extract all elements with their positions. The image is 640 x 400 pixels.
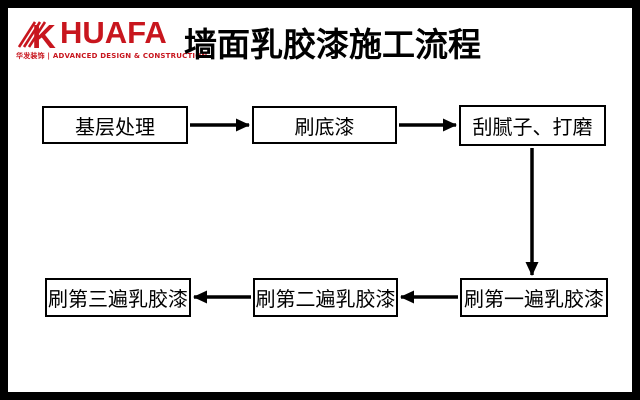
svg-text:K: K	[32, 18, 56, 51]
huafa-logo: K HUAFA 华发装饰 | ADVANCED DESIGN & CONSTRU…	[16, 15, 207, 69]
flow-step-putty-sanding: 刮腻子、打磨	[459, 105, 606, 146]
huafa-k-mark-icon: K	[18, 18, 56, 51]
flow-step-label: 刷底漆	[294, 114, 355, 139]
brand-wordmark: HUAFA	[60, 15, 167, 50]
flow-step-first-coat: 刷第一遍乳胶漆	[460, 278, 608, 317]
slide-page: K HUAFA 华发装饰 | ADVANCED DESIGN & CONSTRU…	[8, 8, 632, 392]
flow-step-label: 刷第一遍乳胶漆	[464, 287, 604, 311]
flow-step-second-coat: 刷第二遍乳胶漆	[253, 278, 398, 317]
flow-step-third-coat: 刷第三遍乳胶漆	[45, 278, 191, 317]
flow-step-label: 基层处理	[75, 114, 155, 139]
brand-tagline: 华发装饰 | ADVANCED DESIGN & CONSTRUCTION	[16, 52, 208, 60]
page-title: 墙面乳胶漆施工流程	[184, 25, 481, 64]
flow-step-label: 刷第二遍乳胶漆	[255, 287, 396, 311]
flow-step-primer: 刷底漆	[252, 106, 397, 144]
flow-step-base-treatment: 基层处理	[42, 106, 188, 144]
flow-step-label: 刮腻子、打磨	[472, 115, 593, 139]
flow-step-label: 刷第三遍乳胶漆	[48, 287, 188, 311]
